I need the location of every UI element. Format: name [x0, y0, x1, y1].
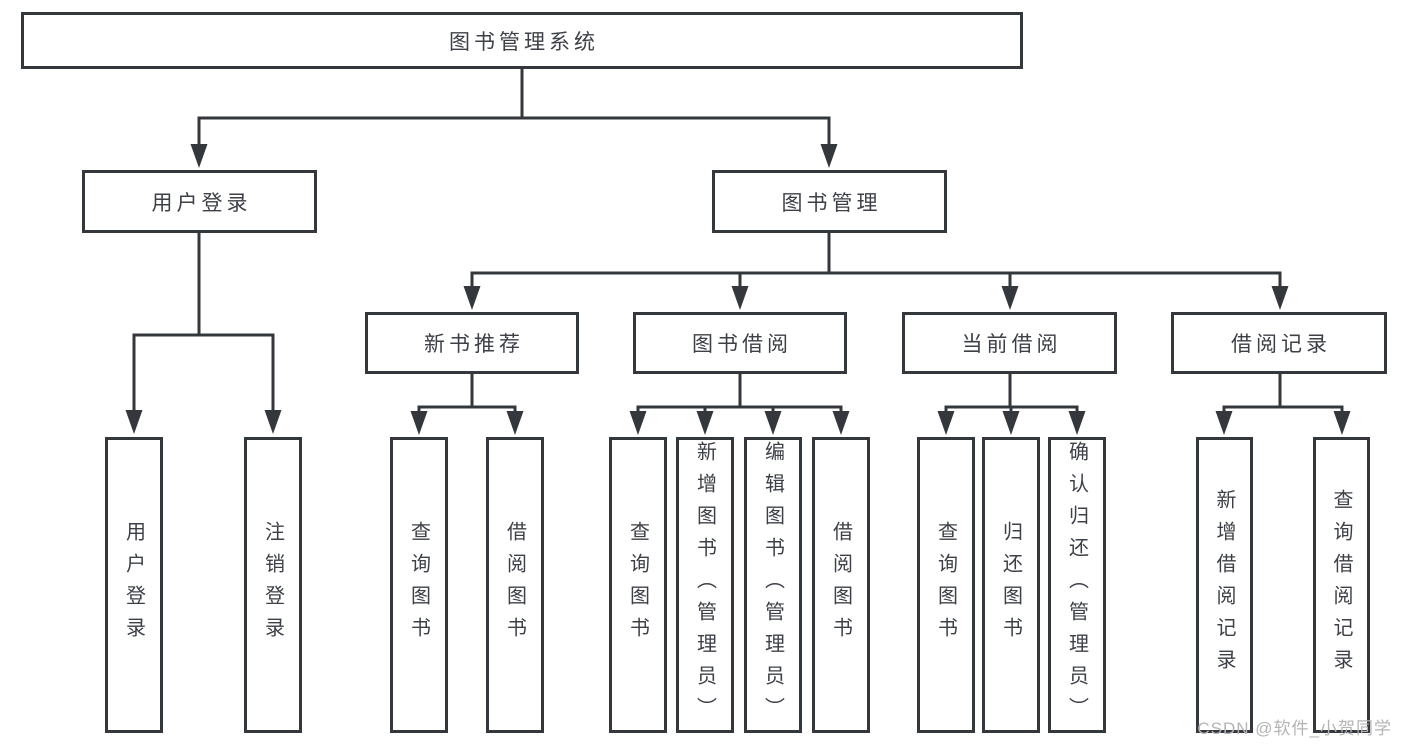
connector-root-to-level1 — [190, 69, 838, 168]
node-label: 用户登录 — [151, 191, 252, 215]
node-label: 借阅图书 — [829, 521, 852, 649]
leaf-bb-query-book: 查询图书 — [609, 437, 667, 733]
leaf-cb-confirm-return-admin: 确认归还（管理员） — [1048, 437, 1106, 733]
node-label: 图书管理系统 — [449, 30, 599, 54]
csdn-watermark: CSDN @软件_小贺同学 — [1197, 719, 1392, 738]
node-label: 查询图书 — [407, 521, 430, 649]
node-book-borrow: 图书借阅 — [633, 312, 847, 374]
leaf-user-login: 用户登录 — [105, 437, 163, 733]
node-label: 查询借阅记录 — [1330, 489, 1352, 681]
connector-book-management-to-level2 — [463, 233, 1289, 310]
node-label: 查询图书 — [934, 521, 957, 649]
node-user-login: 用户登录 — [82, 170, 317, 233]
node-current-borrow: 当前借阅 — [902, 312, 1117, 374]
node-label: 查询图书 — [626, 521, 649, 649]
node-new-book-recommend: 新书推荐 — [365, 312, 579, 374]
node-label: 归还图书 — [999, 521, 1022, 649]
leaf-nb-borrow-book: 借阅图书 — [486, 437, 544, 733]
node-label: 当前借阅 — [961, 333, 1062, 356]
node-label: 图书借阅 — [692, 333, 792, 356]
leaf-bb-add-book-admin: 新增图书（管理员） — [676, 437, 734, 733]
leaf-cb-return-book: 归还图书 — [982, 437, 1040, 733]
leaf-nb-query-book: 查询图书 — [390, 437, 448, 733]
node-label: 新书推荐 — [424, 333, 524, 356]
node-label: 借阅图书 — [503, 521, 526, 649]
leaf-br-query-record: 查询借阅记录 — [1313, 437, 1370, 733]
node-label: 确认归还（管理员） — [1065, 441, 1088, 729]
leaf-br-add-record: 新增借阅记录 — [1196, 437, 1253, 733]
connector-current-borrow-to-leaves — [937, 374, 1086, 435]
node-label: 图书管理 — [781, 191, 882, 215]
connector-book-borrow-to-leaves — [629, 374, 850, 435]
leaf-cb-query-book: 查询图书 — [917, 437, 975, 733]
connector-user-login-to-leaves — [125, 233, 282, 434]
leaf-bb-edit-book-admin: 编辑图书（管理员） — [744, 437, 802, 733]
node-label: 编辑图书（管理员） — [761, 441, 784, 729]
node-book-management: 图书管理 — [712, 170, 947, 233]
node-label: 用户登录 — [122, 521, 145, 649]
connector-borrow-record-to-leaves — [1215, 374, 1351, 435]
node-label: 新增借阅记录 — [1213, 489, 1235, 681]
leaf-bb-borrow-book: 借阅图书 — [812, 437, 870, 733]
connector-new-book-recommend-to-leaves — [410, 374, 524, 435]
leaf-logout: 注销登录 — [244, 437, 302, 733]
node-borrow-record: 借阅记录 — [1171, 312, 1387, 374]
node-label: 注销登录 — [261, 521, 284, 649]
node-label: 借阅记录 — [1231, 333, 1331, 356]
node-label: 新增图书（管理员） — [693, 441, 716, 729]
node-root-library-management-system: 图书管理系统 — [21, 12, 1023, 69]
